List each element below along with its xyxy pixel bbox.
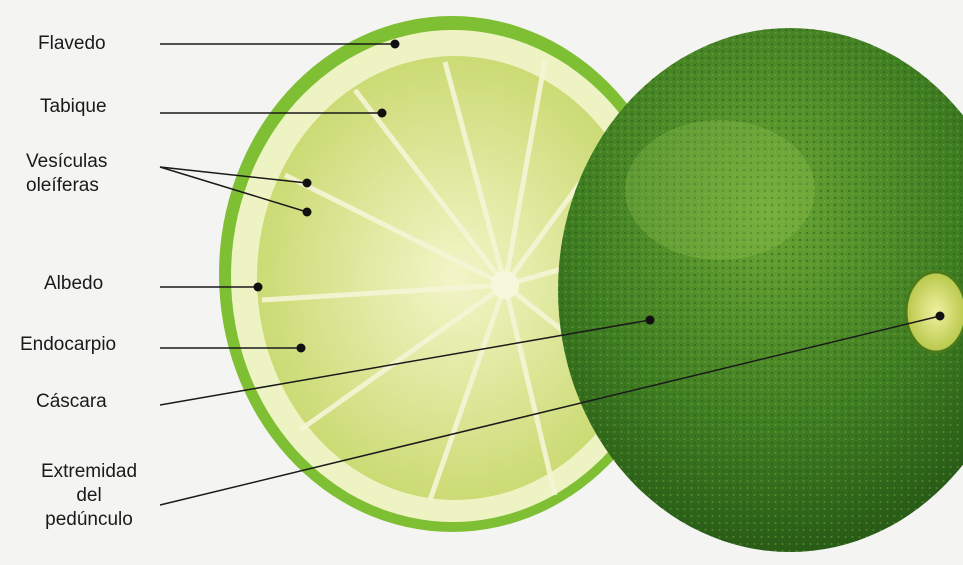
label-vesiculas-line1: Vesículas (26, 150, 107, 174)
flavedo-dot (391, 40, 400, 49)
label-flavedo: Flavedo (38, 32, 106, 56)
stem-end (906, 272, 963, 352)
peel-highlight (625, 120, 815, 260)
label-endocarpio: Endocarpio (20, 333, 116, 357)
tabique-dot (378, 109, 387, 118)
vesiculas-dot-2 (303, 208, 312, 217)
label-extremidad-line2: del (18, 484, 160, 508)
core (491, 271, 519, 299)
label-vesiculas-oleiferas: Vesículas oleíferas (26, 150, 107, 198)
label-tabique: Tabique (40, 95, 107, 119)
cascara-dot (646, 316, 655, 325)
label-vesiculas-line2: oleíferas (26, 174, 107, 198)
label-extremidad-line1: Extremidad (18, 460, 160, 484)
albedo-dot (254, 283, 263, 292)
label-extremidad-line3: pedúnculo (18, 508, 160, 532)
label-extremidad-del-pedunculo: Extremidad del pedúnculo (18, 460, 160, 532)
vesiculas-dot-1 (303, 179, 312, 188)
label-cascara: Cáscara (36, 390, 107, 414)
endocarpio-dot (297, 344, 306, 353)
extremidad-dot (936, 312, 945, 321)
label-albedo: Albedo (44, 272, 103, 296)
